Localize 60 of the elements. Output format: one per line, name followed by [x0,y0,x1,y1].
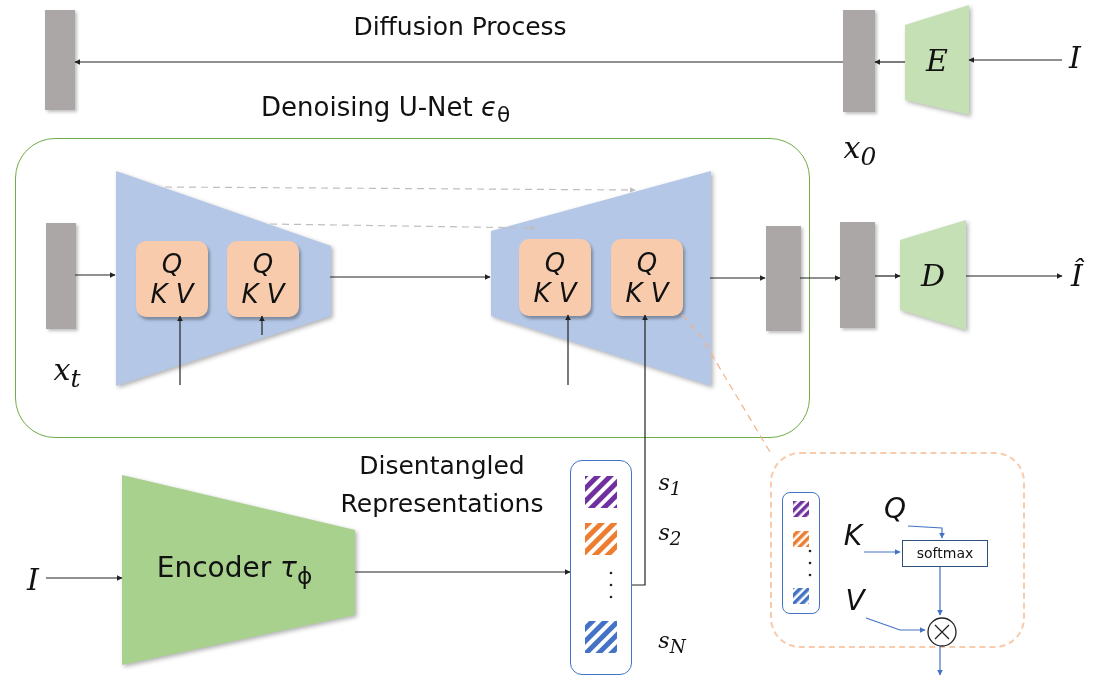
softmax-box: softmax [902,540,988,567]
arrow [799,275,841,281]
arrow [968,57,1063,63]
arrow [259,315,265,336]
attention-label: Q [161,249,183,279]
attention-block [227,241,299,317]
arrow [177,315,183,386]
arrow [631,314,648,586]
vector-label: s$_{N}$ [657,628,688,658]
math-symbol: V [842,582,868,620]
arrow [965,273,1063,279]
latent-bar [766,226,801,331]
arrow [863,549,901,555]
attention-label: K V [241,279,285,309]
vector-label: s$_{1}$ [657,470,683,500]
arrow [74,59,844,65]
latent-label: x$_{0}$ [842,130,878,171]
latent-bar [843,10,875,112]
vector-label: s$_{2}$ [657,520,683,550]
arrow [565,314,571,386]
block-label: Encoder τ$_{ϕ}$ [156,550,313,590]
attention-label: K V [533,277,577,308]
arrow [164,186,636,193]
latent-label: x$_{t}$ [52,352,82,393]
attention-label: K V [150,279,194,309]
arrow [937,644,943,676]
math-symbol: K [840,517,866,555]
math-symbol: Q [880,490,910,528]
math-symbol: I [1062,38,1088,78]
arrow [354,569,571,575]
attention-detail-panel [770,452,1025,648]
attention-label: Q [636,247,658,278]
attention-block [519,239,591,316]
arrow [709,275,766,281]
arrow [907,525,945,539]
attention-label: K V [625,277,669,308]
attention-label: Q [252,249,274,279]
zoom-guide-line [681,314,771,453]
representation-heading: Disentangled Representations [339,450,545,520]
representation-stack [570,460,632,675]
arrow [329,274,491,280]
latent-bar [46,223,76,329]
unet-title: Denoising U-Net ϵ$_{θ}$ [261,92,511,128]
math-symbol: Î [1062,255,1092,297]
representation-stack [782,492,820,614]
latent-bar [840,222,875,328]
attention-block [611,239,683,316]
arrow [45,575,123,581]
arrow [874,59,906,65]
arrow [74,272,116,278]
arrow [937,564,943,616]
block-symbol: D [920,257,946,293]
arrow [269,223,536,231]
attention-block [136,241,208,317]
block-symbol: E [926,42,948,78]
latent-bar [45,10,75,110]
attention-label: Q [544,247,566,278]
arrow [865,617,926,633]
arrow [874,273,901,279]
math-symbol: I [20,560,46,600]
